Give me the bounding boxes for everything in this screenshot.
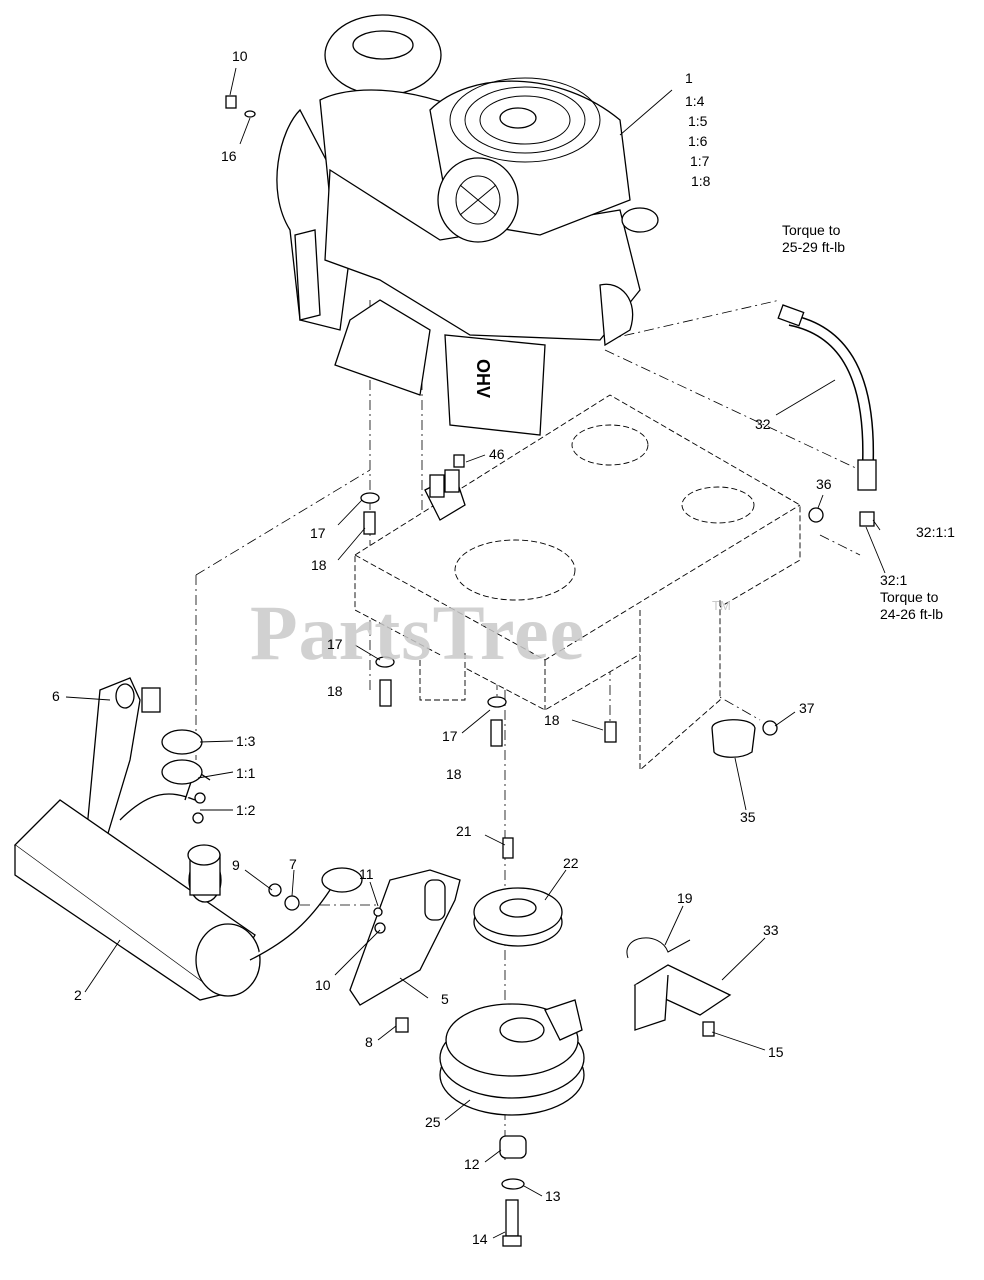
engine-assembly — [276, 14, 659, 436]
callout-13: 13 — [545, 1188, 561, 1204]
watermark-trademark: TM — [712, 598, 731, 613]
callout-2: 2 — [74, 987, 82, 1003]
callout-1-3: 1:3 — [236, 733, 256, 749]
clutch — [439, 999, 585, 1247]
solenoid — [424, 454, 466, 521]
engine-decal-text: OHV — [473, 358, 494, 399]
hose-torque-note: Torque to 25-29 ft-lb — [782, 222, 845, 256]
leader-lines — [65, 67, 886, 1239]
callout-18: 18 — [446, 766, 462, 782]
fitting-torque-note: Torque to 24-26 ft-lb — [880, 589, 943, 623]
hose-torque-line2: 25-29 ft-lb — [782, 239, 846, 255]
callout-15: 15 — [768, 1044, 784, 1060]
callout-12: 12 — [464, 1156, 480, 1172]
callout-8: 8 — [365, 1034, 373, 1050]
hose-torque-line1: Torque to — [782, 222, 841, 238]
bracket — [349, 869, 461, 1033]
fuel-hose — [777, 304, 877, 527]
callout-14: 14 — [472, 1231, 488, 1247]
callout-10: 10 — [315, 977, 331, 993]
callout-25: 25 — [425, 1114, 441, 1130]
callout-1-7: 1:7 — [690, 153, 710, 169]
callout-1-6: 1:6 — [688, 133, 708, 149]
callout-22: 22 — [563, 855, 579, 871]
callout-32-1: 32:1 — [880, 572, 908, 588]
callout-37: 37 — [799, 700, 815, 716]
callout-18: 18 — [311, 557, 327, 573]
callout-33: 33 — [763, 922, 779, 938]
callout-17: 17 — [442, 728, 458, 744]
callout-36: 36 — [816, 476, 832, 492]
callout-16: 16 — [221, 148, 237, 164]
hose-clamp — [711, 719, 778, 758]
callout-1-8: 1:8 — [691, 173, 711, 189]
switch-bracket — [626, 937, 732, 1037]
callout-1-5: 1:5 — [688, 113, 708, 129]
fitting-torque-line1: Torque to — [880, 589, 939, 605]
watermark: PartsTree — [250, 589, 586, 676]
callout-1-4: 1:4 — [685, 93, 705, 109]
callout-1: 1 — [685, 70, 693, 86]
washers-bolts — [225, 95, 617, 747]
frame-plate — [354, 394, 801, 771]
callout-18: 18 — [544, 712, 560, 728]
callout-46: 46 — [489, 446, 505, 462]
callout-35: 35 — [740, 809, 756, 825]
pulley — [473, 837, 563, 947]
callout-17: 17 — [310, 525, 326, 541]
callout-11: 11 — [359, 866, 374, 882]
callout-1-1: 1:1 — [236, 765, 256, 781]
muffler — [14, 677, 363, 1001]
callout-6: 6 — [52, 688, 60, 704]
callout-32-1-1: 32:1:1 — [916, 524, 955, 540]
callout-19: 19 — [677, 890, 693, 906]
callout-7: 7 — [289, 856, 297, 872]
callout-32: 32 — [755, 416, 771, 432]
callout-10: 10 — [232, 48, 248, 64]
callout-5: 5 — [441, 991, 449, 1007]
callout-9: 9 — [232, 857, 240, 873]
callout-17: 17 — [327, 636, 343, 652]
callout-18: 18 — [327, 683, 343, 699]
fitting-torque-line2: 24-26 ft-lb — [880, 606, 944, 622]
callout-1-2: 1:2 — [236, 802, 256, 818]
callout-21: 21 — [456, 823, 472, 839]
